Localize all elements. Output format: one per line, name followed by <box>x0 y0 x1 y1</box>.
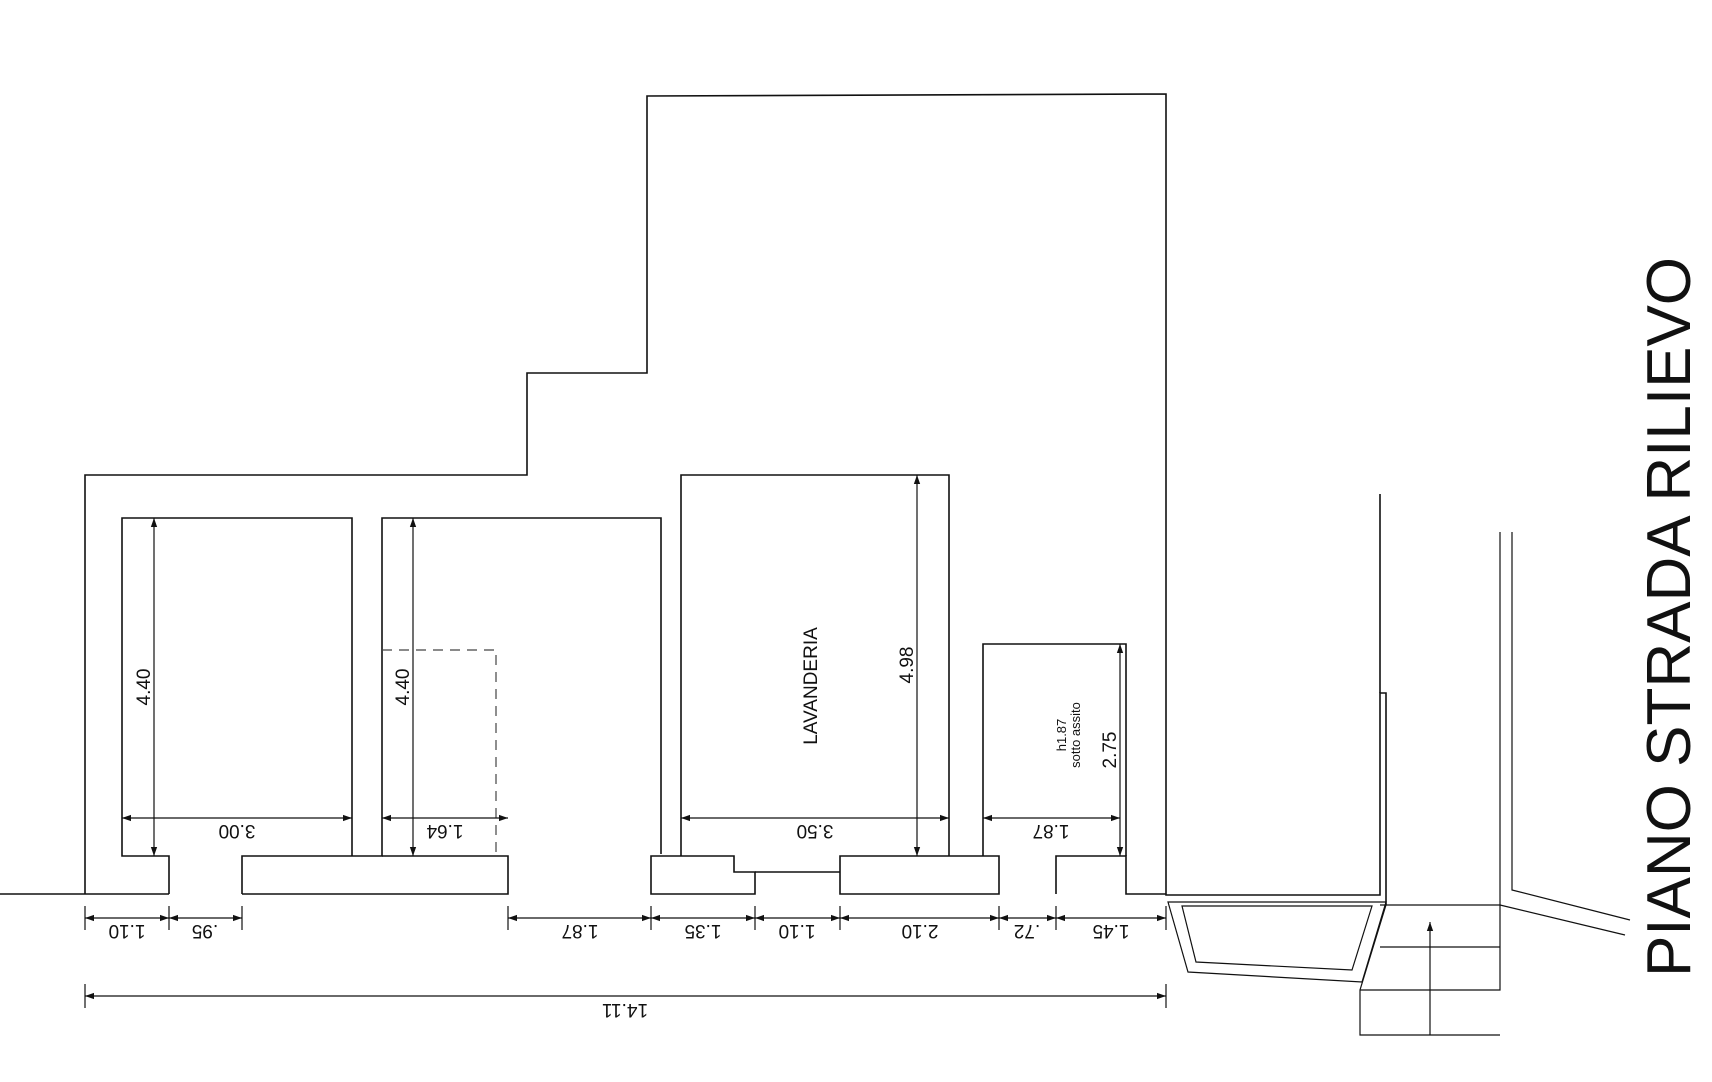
label-room1-width: 3.00 <box>219 820 256 841</box>
exterior-ramp <box>1167 901 1387 983</box>
drawing-title: PIANO STRADA RILIEVO <box>1635 257 1704 977</box>
note-line1: h1.87 <box>1054 719 1069 752</box>
laundry-wall <box>680 474 950 856</box>
dashed-outline <box>382 649 497 856</box>
label-small-room-height: 2.75 <box>1100 732 1121 769</box>
laundry-step-left <box>650 855 756 895</box>
room2-wall <box>241 517 662 894</box>
small-room-base <box>1055 855 1166 895</box>
label-bottom-3: 1.87 <box>562 920 599 941</box>
left-wall-base <box>242 855 509 895</box>
label-room1-height: 4.40 <box>134 669 155 706</box>
label-small-room-width: 1.87 <box>1033 820 1070 841</box>
room1-wall <box>121 517 353 894</box>
label-laundry-height: 4.98 <box>897 647 918 684</box>
side-wall-c <box>1499 904 1626 936</box>
side-wall-b <box>1511 532 1631 921</box>
dim-chain-bottom <box>84 906 1167 930</box>
room-label-laundry: LAVANDERIA <box>801 627 822 745</box>
building-outline <box>84 93 1387 905</box>
label-bottom-6: 2.10 <box>902 920 939 941</box>
note-line2: sotto assito <box>1068 702 1083 768</box>
label-bottom-4: 1.35 <box>685 920 722 941</box>
label-bottom-5: 1.10 <box>779 920 816 941</box>
laundry-step-right <box>839 855 1000 895</box>
label-bottom-2: .95 <box>192 920 218 941</box>
label-room2-height: 4.40 <box>393 669 414 706</box>
label-bottom-7: .72 <box>1014 920 1040 941</box>
label-bottom-1: 1.10 <box>109 920 146 941</box>
exterior-ramp-inner <box>1181 905 1373 971</box>
label-bottom-8: 1.45 <box>1093 920 1130 941</box>
label-room2-width: 1.64 <box>426 820 463 841</box>
small-room-wall <box>982 643 1127 856</box>
label-total: 14.11 <box>602 999 648 1020</box>
label-laundry-width: 3.50 <box>797 820 834 841</box>
